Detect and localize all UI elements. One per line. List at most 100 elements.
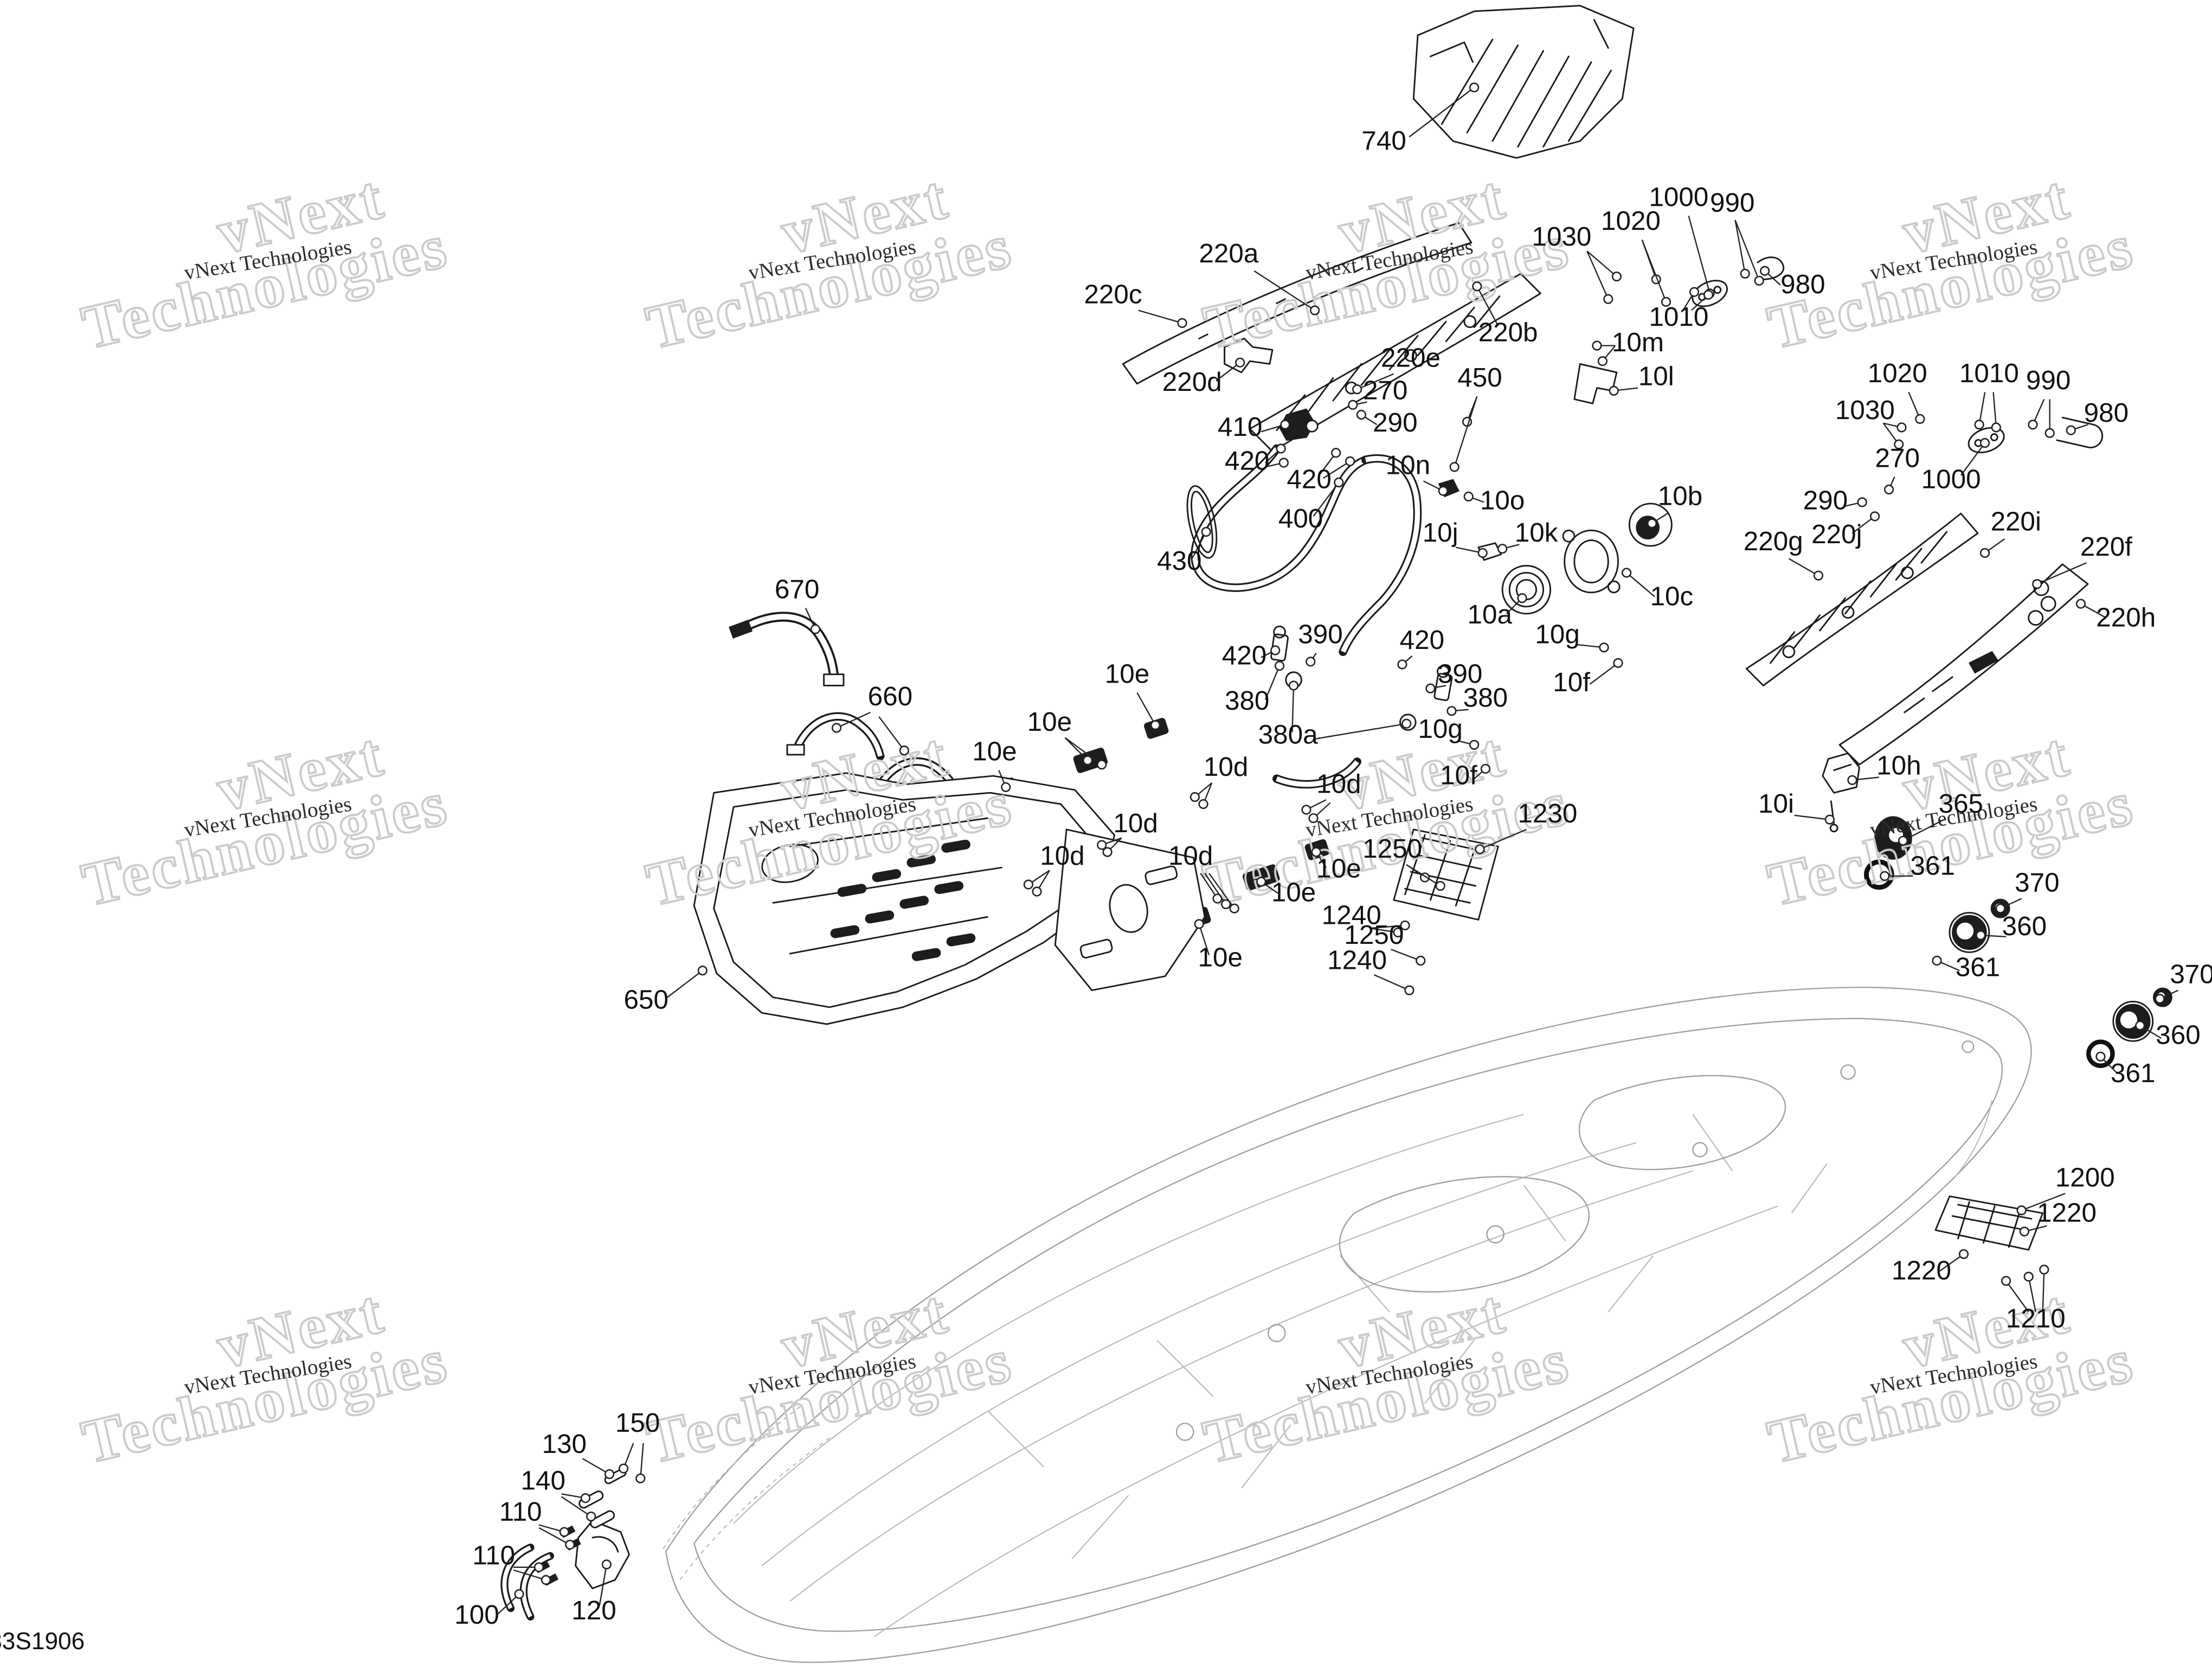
hardware-mark (1847, 775, 1857, 786)
leader-line (1064, 737, 1089, 761)
leader-line (1313, 482, 1340, 517)
hardware-mark (1404, 985, 1414, 995)
part-label: 270 (1363, 375, 1407, 405)
part-callout: 10d (1023, 841, 1085, 897)
hardware-mark (1229, 903, 1239, 914)
part-callout: 220h (2075, 599, 2156, 632)
part-220g-sponson (1745, 512, 1979, 687)
hardware-mark (1256, 877, 1266, 887)
leader-line (1138, 310, 1182, 324)
hardware-mark (1221, 899, 1231, 910)
hull-inner-rim (693, 1018, 2003, 1632)
hull-ridge (761, 1142, 1637, 1567)
part-label: 380 (1225, 686, 1269, 716)
hardware-mark (1477, 548, 1488, 558)
leader-line (1480, 828, 1527, 850)
hardware-mark (1194, 919, 1204, 929)
part-callout: 1240 (1327, 945, 1414, 995)
hardware-mark (697, 966, 708, 976)
part-label: 10e (1198, 942, 1243, 972)
hardware-mark (1497, 544, 1508, 554)
part-callout: 361 (1932, 953, 2000, 982)
part-callout: 10i (1758, 789, 1835, 825)
part-callout: 980 (1760, 266, 1825, 299)
hardware-mark (1198, 799, 1208, 809)
hardware-mark (2032, 579, 2042, 589)
part-callout: 1220 (1892, 1249, 1969, 1285)
hardware-mark (1416, 955, 1426, 966)
hardware-mark (559, 1527, 569, 1537)
part-label: 220e (1381, 343, 1441, 373)
part-callout: 980 (2066, 398, 2129, 435)
leader-line (2042, 1269, 2045, 1312)
hardware-mark (1824, 814, 1835, 825)
part-1230-grate (1393, 828, 1499, 921)
part-label: 980 (1780, 269, 1825, 299)
hull-fitting (1175, 1423, 1194, 1441)
part-callout: 390 (1298, 620, 1343, 667)
part-120-bow-eye (575, 1520, 630, 1590)
part-label: 361 (1956, 953, 2000, 982)
hardware-mark (1308, 813, 1319, 824)
part-callout: 10l (1609, 361, 1674, 396)
hardware-mark (1449, 462, 1459, 472)
leader-line (667, 970, 703, 998)
hardware-mark (2075, 599, 2086, 609)
leader-line (1200, 873, 1218, 899)
part-label: 10k (1515, 518, 1558, 548)
part-361-gasket (2086, 1039, 2115, 1068)
part-label: 1220 (1892, 1256, 1951, 1285)
part-label: 1010 (1959, 358, 2019, 388)
part-label: 660 (868, 681, 912, 711)
part-410-fitting (1278, 408, 1319, 441)
leader-line (1960, 442, 1986, 476)
hardware-mark (1760, 266, 1770, 276)
part-callout: 380 (1225, 661, 1285, 716)
hardware-mark (1896, 422, 1907, 433)
hardware-mark (1189, 792, 1200, 802)
hardware-mark (541, 1575, 551, 1585)
hardware-mark (1032, 886, 1042, 897)
hull-fitting (1268, 1324, 1286, 1342)
part-callout: 270 (1875, 443, 1920, 495)
leader-line (1589, 662, 1619, 685)
part-label: 360 (2002, 911, 2047, 941)
hardware-mark (1235, 357, 1245, 368)
leader-line (1626, 572, 1655, 597)
part-label: 410 (1218, 412, 1262, 442)
part-label: 370 (2015, 867, 2059, 897)
hardware-mark (1979, 438, 1990, 448)
hardware-mark (1703, 290, 1714, 300)
part-label: 420 (1400, 625, 1444, 655)
part-callout: 10k (1497, 518, 1558, 554)
part-label: 130 (542, 1429, 587, 1459)
part-callout: 10h (1847, 751, 1921, 786)
part-label: 420 (1225, 446, 1269, 475)
part-callout: 990 (1710, 188, 1764, 286)
leader-line (1356, 373, 1394, 390)
hardware-mark (601, 1559, 612, 1569)
hardware-mark (565, 1540, 575, 1550)
part-1200-wedge (1934, 1195, 2044, 1251)
leader-line (1586, 250, 1617, 277)
part-callout: 10e (972, 736, 1017, 793)
part-label: 450 (1457, 363, 1502, 393)
leader-line (1586, 250, 1609, 300)
part-label: 220c (1084, 279, 1142, 309)
hardware-mark (2039, 1264, 2049, 1275)
leader-line (1198, 923, 1210, 955)
hull-fitting (1962, 1040, 1975, 1053)
hardware-mark (586, 1511, 596, 1522)
hardware-mark (1480, 764, 1491, 774)
part-callout: 290 (1356, 408, 1418, 438)
part-label: 10i (1758, 789, 1794, 819)
hardware-mark (1991, 422, 2001, 433)
hardware-mark (1348, 400, 1358, 410)
hardware-mark (2044, 428, 2055, 438)
hardware-mark (1880, 871, 1890, 881)
hardware-mark (1023, 879, 1033, 890)
hardware-mark (618, 1463, 629, 1474)
